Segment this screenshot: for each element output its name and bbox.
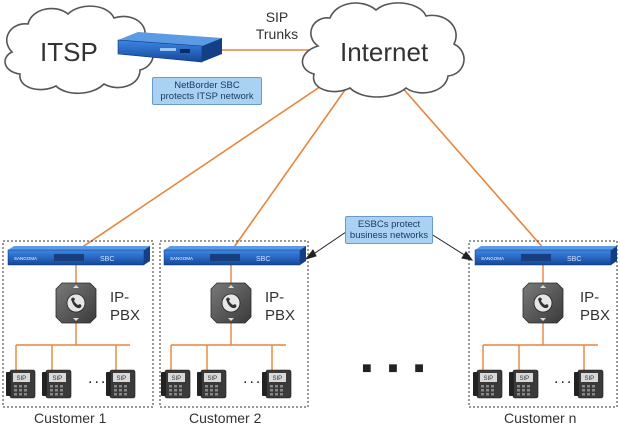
customer-label-n: Customer n [504,410,577,426]
customer-devices: SANGOMA SBC SIP SIP SIP SANGOMA SBC SIP SIP SIP SA… [6,246,617,399]
customer-boxes [2,240,618,408]
esbc-callout-line1: ESBCs protect [357,219,421,230]
pbx-label-customer-n: IP- PBX [580,289,610,325]
sip-phone-label: SIP [273,376,283,382]
link-internet-customer-2 [231,89,346,251]
ip-pbx-icon-customer-1 [55,282,97,324]
pbx-label-customer-1: IP- PBX [110,289,140,325]
pbx-label-line1: IP- [265,289,285,306]
esbc-brand: SANGOMA [481,256,504,261]
customer-box-1 [2,240,154,408]
esbc-device-customer-n: SANGOMA SBC [474,246,617,266]
sip-phone-label: SIP [17,376,27,382]
esbc-brand: SANGOMA [14,256,37,261]
sip-phone: SIP [473,369,503,399]
sip-phone: SIP [106,369,136,399]
sip-phone-label: SIP [484,376,494,382]
pbx-label-line2: PBX [580,307,611,324]
esbc-device-customer-2: SANGOMA SBC [163,246,306,266]
internet-cloud [301,2,465,98]
esbc-model: SBC [567,256,581,263]
ip-pbx-icon-customer-n [522,282,564,324]
sip-phone: SIP [197,369,227,399]
netborder-sbc-device [117,32,222,63]
netborder-callout: NetBorder SBC protects ITSP network [152,77,262,105]
pbx-label-customer-2: IP- PBX [265,289,295,325]
pbx-label-line1: IP- [110,289,130,306]
sip-trunks-label: SIP Trunks [247,9,307,43]
sip-phone: SIP [509,369,539,399]
esbc-callout-line2: business networks [349,230,429,241]
sip-phone-label: SIP [208,376,218,382]
esbc-device-customer-1: SANGOMA SBC [7,246,150,266]
sip-phone-label: SIP [117,376,127,382]
esbc-callout: ESBCs protect business networks [345,216,433,244]
pbx-label-line1: IP- [580,289,600,306]
callout-arrows [304,231,474,261]
sip-trunks-line1: SIP [265,9,289,25]
sip-trunks-line2: Trunks [255,26,299,42]
sip-phone-label: SIP [172,376,182,382]
customer-box-n [468,240,618,408]
sip-phone-label: SIP [53,376,63,382]
more-customers-ellipsis: ■ ■ ■ [362,360,430,377]
sip-phone: SIP [42,369,72,399]
esbc-model: SBC [100,256,114,263]
netborder-callout-line2: protects ITSP network [160,91,254,102]
ip-pbx-icon-customer-2 [210,282,252,324]
esbc-model: SBC [256,256,270,263]
link-internet-customer-n [399,84,546,251]
sip-phone: SIP [574,369,604,399]
pbx-label-line2: PBX [110,307,141,324]
customer-label-2: Customer 2 [189,410,262,426]
sip-phone: SIP [6,369,36,399]
sip-phone-label: SIP [520,376,530,382]
phones-ellipsis-customer-n: ... [554,370,574,387]
internet-label: Internet [340,37,429,67]
customer-box-2 [159,240,309,408]
sip-phone-label: SIP [585,376,595,382]
phones-ellipsis-customer-2: ... [243,370,263,387]
sip-phone: SIP [262,369,292,399]
netborder-callout-line1: NetBorder SBC [174,80,240,91]
internet-links [77,49,546,251]
sip-phone: SIP [161,369,191,399]
customer-label-1: Customer 1 [34,410,107,426]
customer-wiring [15,265,598,370]
phones-ellipsis-customer-1: ... [88,370,108,387]
itsp-label: ITSP [40,37,98,67]
esbc-brand: SANGOMA [170,256,193,261]
pbx-label-line2: PBX [265,307,296,324]
link-internet-customer-1 [77,79,331,251]
